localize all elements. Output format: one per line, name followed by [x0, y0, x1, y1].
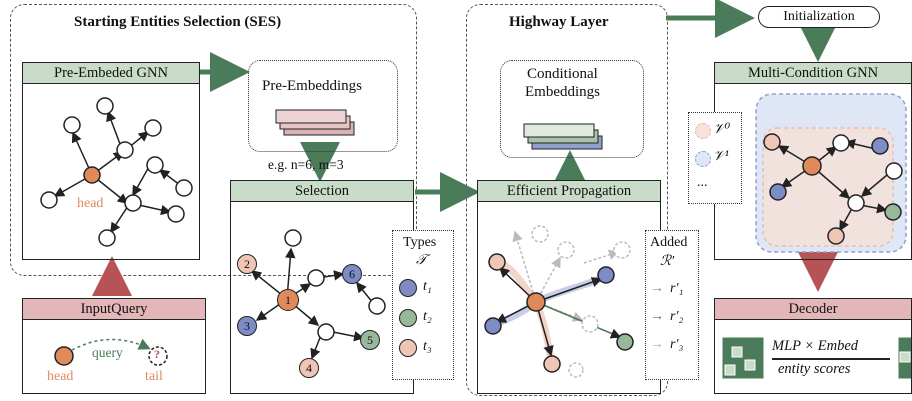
- pre-gnn-box: [22, 62, 200, 260]
- decoder-grids: [721, 336, 912, 380]
- node-4: 4: [299, 358, 319, 378]
- types-title: Types: [403, 235, 437, 250]
- node-6: 6: [342, 264, 362, 284]
- node-3-number: 3: [244, 319, 250, 333]
- input-query-header: InputQuery: [22, 298, 206, 320]
- pre-gnn-header: Pre-Embeded GNN: [22, 62, 200, 84]
- relation-3-label: r′₃: [670, 337, 684, 352]
- decoder-divider: [772, 358, 890, 360]
- type-3-dot: [399, 339, 417, 357]
- query-tail-label: tail: [145, 369, 163, 384]
- v0-label: 𝒱⁰: [713, 122, 731, 137]
- pre-gnn-head-label: head: [77, 196, 104, 211]
- types-legend: Types 𝒯 t₁ t₂ t₃: [392, 230, 454, 380]
- conditional-label-line1: Conditional: [527, 66, 598, 82]
- mc-gnn-header: Multi-Condition GNN: [714, 62, 912, 84]
- node-1-number: 1: [285, 293, 291, 307]
- ses-panel: [10, 4, 417, 276]
- relation-2-label: r′₂: [670, 309, 684, 324]
- type-1-dot: [399, 279, 417, 297]
- decoder-line1: MLP × Embed: [772, 338, 859, 354]
- condition-sets-legend: 𝒱⁰ 𝒱¹ ...: [688, 112, 742, 204]
- conditional-embeddings-stack: [523, 123, 603, 150]
- propagation-graph: [484, 225, 634, 378]
- mc-gnn-graph: [755, 93, 907, 253]
- relation-2-arrow-icon: →: [650, 309, 664, 324]
- node-2-number: 2: [244, 257, 250, 271]
- relation-1-arrow-icon: →: [650, 281, 664, 296]
- added-relations-legend: Added ℛ′ → r′₁ → r′₂ → r′₃: [645, 230, 699, 380]
- type-2-dot: [399, 309, 417, 327]
- pre-embeddings-stack: [275, 109, 355, 136]
- added-symbol: ℛ′: [660, 254, 675, 269]
- v0-dot: [695, 123, 711, 139]
- relation-3-arrow-icon: →: [650, 337, 664, 352]
- condition-ellipsis: ...: [697, 175, 708, 190]
- node-2: 2: [237, 254, 257, 274]
- example-label: e.g. n=6, m=3: [268, 157, 344, 172]
- propagation-header: Efficient Propagation: [477, 180, 661, 202]
- query-label: query: [92, 345, 123, 360]
- type-1-label: t₁: [423, 279, 432, 294]
- pre-embeddings-label: Pre-Embeddings: [262, 78, 362, 94]
- conditional-label-line2: Embeddings: [525, 84, 600, 100]
- node-1: 1: [277, 289, 299, 311]
- selection-box: [230, 180, 414, 394]
- v1-label: 𝒱¹: [713, 149, 729, 164]
- query-head-label: head: [47, 369, 74, 384]
- v1-dot: [695, 151, 711, 167]
- added-title: Added: [650, 235, 688, 250]
- type-3-label: t₃: [423, 339, 432, 354]
- mc-gnn-box: [714, 62, 912, 260]
- selection-graph: [250, 229, 386, 360]
- selection-header: Selection: [230, 180, 414, 202]
- decoder-header: Decoder: [714, 298, 912, 320]
- initialization-pill: Initialization: [758, 6, 880, 28]
- highway-title: Highway Layer: [509, 14, 609, 30]
- pre-embeddings-box: [248, 60, 398, 152]
- type-2-label: t₂: [423, 309, 432, 324]
- pre-gnn-graph: [40, 97, 193, 247]
- node-5: 5: [360, 330, 380, 350]
- types-symbol: 𝒯: [416, 253, 427, 268]
- node-6-number: 6: [349, 267, 355, 281]
- decoder-line2: entity scores: [778, 361, 851, 377]
- propagation-box: [477, 180, 661, 394]
- node-4-number: 4: [306, 361, 312, 375]
- ses-title: Starting Entities Selection (SES): [74, 14, 282, 30]
- relation-1-label: r′₁: [670, 281, 684, 296]
- node-5-number: 5: [367, 333, 373, 347]
- query-graph: [54, 338, 168, 366]
- query-unknown-mark: ?: [154, 347, 160, 361]
- node-3: 3: [237, 316, 257, 336]
- conditional-embeddings-box: [500, 60, 644, 158]
